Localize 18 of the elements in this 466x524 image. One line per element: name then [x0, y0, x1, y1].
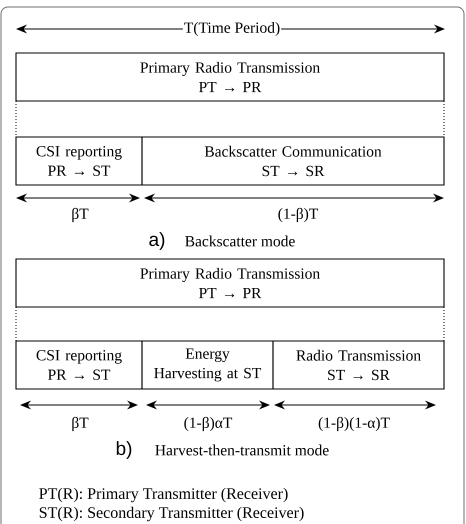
note: ST(R): Secondary Transmitter (Receiver)	[40, 506, 304, 522]
dimension-label: (1-β)T	[278, 208, 318, 222]
dimension-label: βT	[72, 208, 88, 222]
dimension-label: T(Time Period)	[182, 20, 282, 38]
slot-box: CSI reporting PR → ST	[15, 340, 143, 390]
panel-letter: a)	[149, 232, 164, 250]
dimension-label: (1-β)(1-α)T	[318, 416, 390, 432]
dimension-label: βT	[72, 416, 88, 432]
slot-box: Radio Transmission ST → SR	[272, 340, 445, 390]
panel-caption: Harvest-then-transmit mode	[155, 444, 329, 456]
panel-letter: b)	[116, 441, 132, 459]
slot-box: Energy Harvesting at ST	[141, 340, 274, 390]
note: PT(R): Primary Transmitter (Receiver)	[39, 488, 288, 502]
slot-box: Primary Radio Transmission PT → PR	[15, 52, 445, 102]
dimension-label: (1-β)αT	[184, 416, 232, 432]
slot-box: Backscatter Communication ST → SR	[141, 136, 445, 186]
slot-box: Primary Radio Transmission PT → PR	[15, 258, 445, 308]
slot-box: CSI reporting PR → ST	[15, 136, 143, 186]
